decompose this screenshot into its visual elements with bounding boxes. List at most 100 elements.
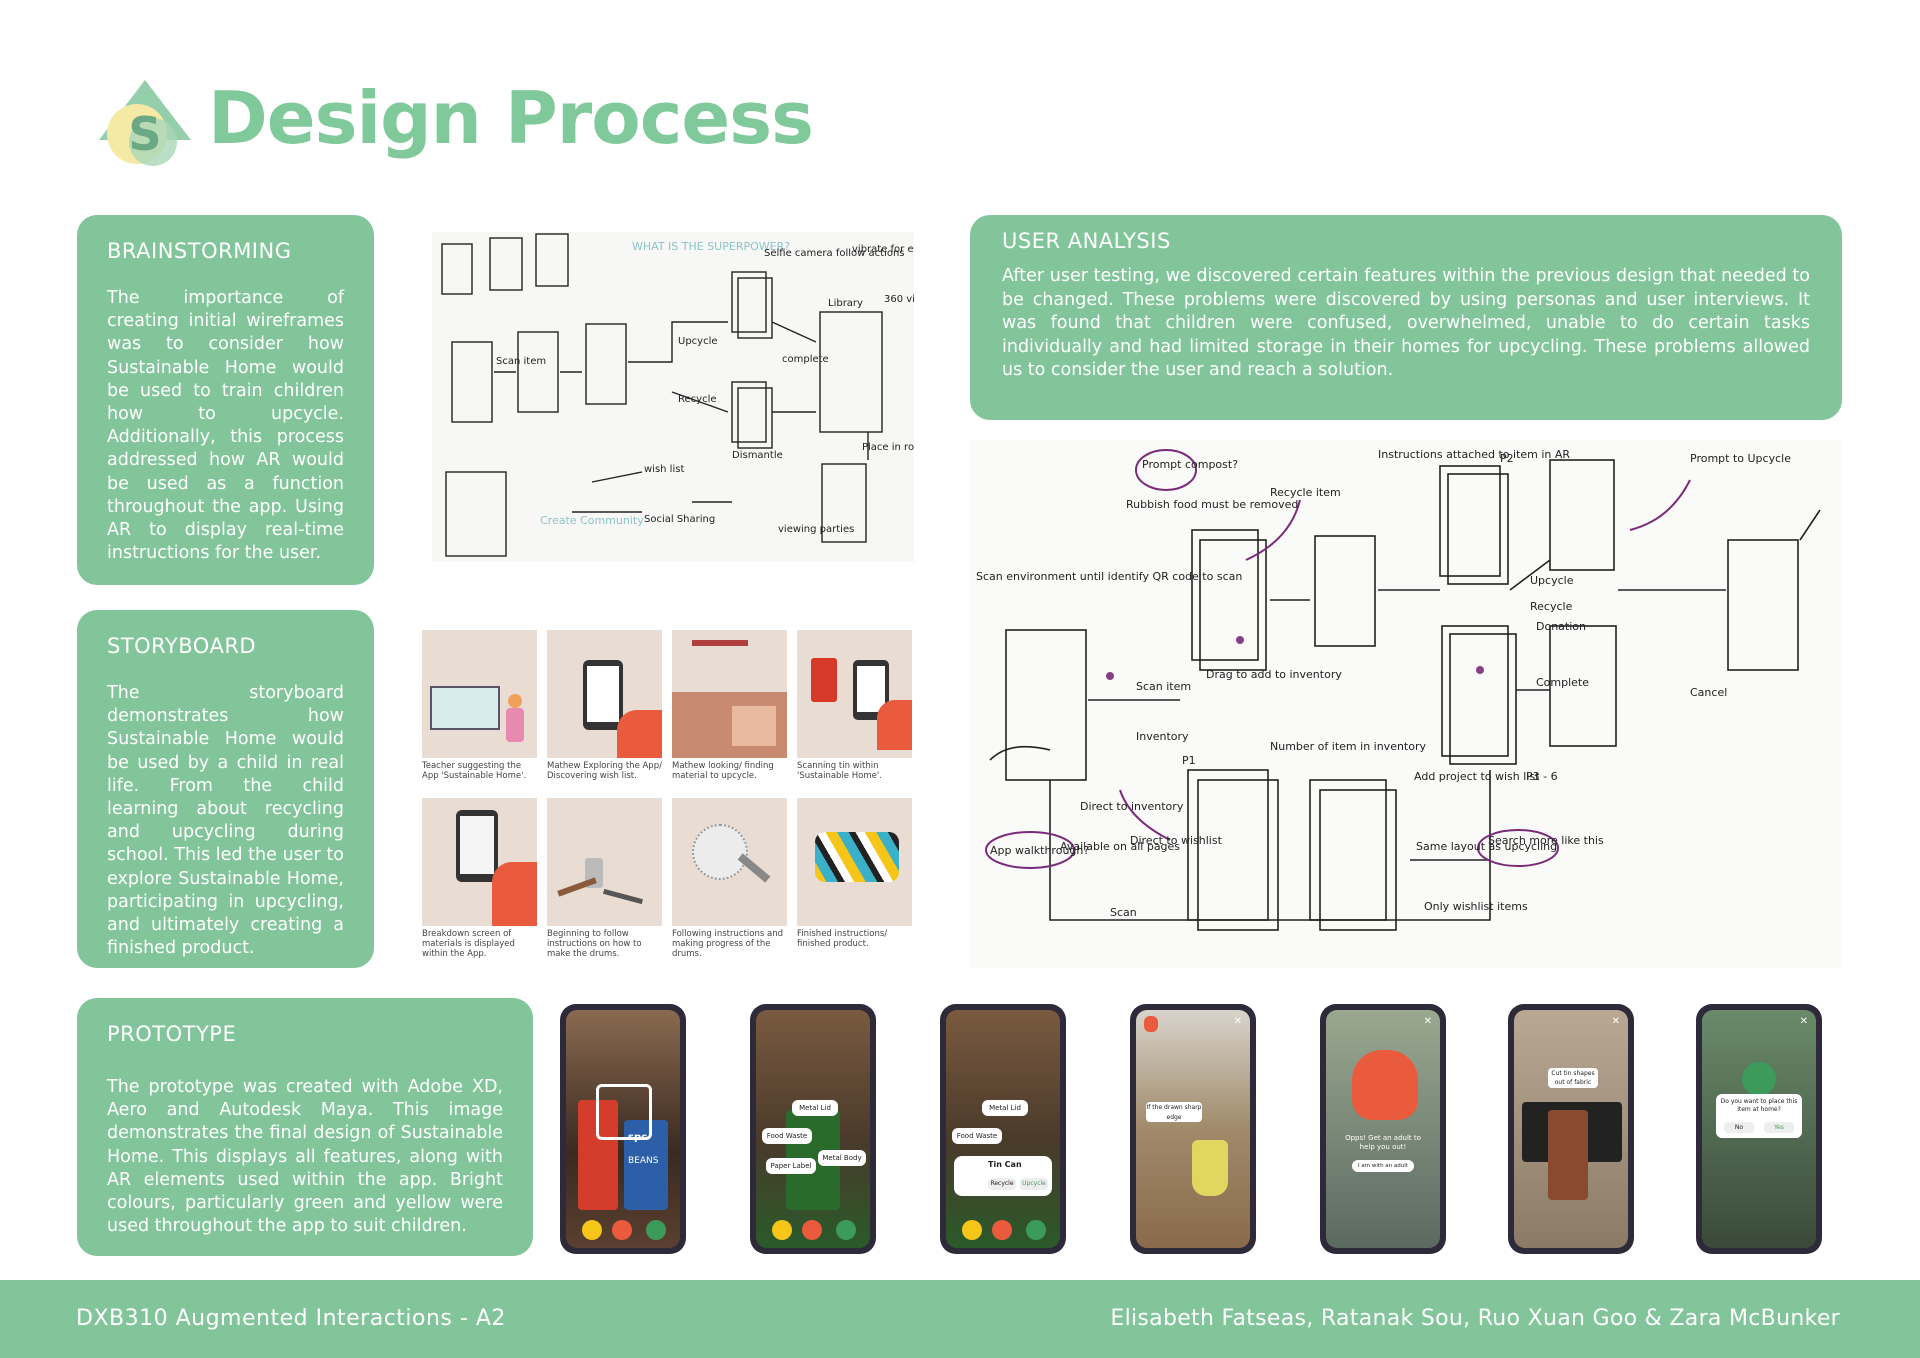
- sketch-note: Cancel: [1690, 686, 1727, 699]
- star-icon[interactable]: [772, 1220, 792, 1240]
- frame-finished-image: [797, 798, 912, 926]
- sketch-note: Prompt compost?: [1142, 458, 1238, 471]
- frame-caption: Teacher suggesting the App 'Sustainable …: [422, 761, 527, 781]
- gallery-icon[interactable]: [802, 1220, 822, 1240]
- ar-label: Metal Lid: [982, 1100, 1028, 1116]
- storyboard-heading: STORYBOARD: [107, 634, 257, 658]
- ar-label: If the drawn sharp edge: [1146, 1102, 1202, 1122]
- home-icon[interactable]: [836, 1220, 856, 1240]
- dialog-question: Do you want to place this item at home?: [1720, 1098, 1798, 1113]
- storyboard-frame: Breakdown screen of materials is display…: [422, 798, 537, 959]
- sketch-note: Donation: [1536, 620, 1586, 633]
- storyboard-frame: Teacher suggesting the App 'Sustainable …: [422, 630, 537, 781]
- prototype-screen-scan: spc BEANS: [560, 1004, 686, 1254]
- storyboard-frame: Scanning tin within 'Sustainable Home'.: [797, 630, 912, 781]
- recycle-button[interactable]: Recycle: [988, 1178, 1016, 1190]
- storyboard-frames: Teacher suggesting the App 'Sustainable …: [422, 630, 912, 960]
- frame-caption: Beginning to follow instructions on how …: [547, 929, 642, 959]
- frame-teacher-image: [422, 630, 537, 758]
- sketch-note: Complete: [1536, 676, 1589, 689]
- prototype-screen-tincan: Metal Lid Food Waste Tin Can Recycle Upc…: [940, 1004, 1066, 1254]
- home-icon[interactable]: [1026, 1220, 1046, 1240]
- ar-label: Metal Body: [818, 1150, 866, 1166]
- tin-can-card: Tin Can Recycle Upcycle: [954, 1156, 1052, 1196]
- prototype-panel: PROTOTYPE The prototype was created with…: [77, 998, 533, 1256]
- frame-caption: Finished instructions/ finished product.: [797, 929, 888, 949]
- brainstorm-sketch-drawing: WHAT IS THE SUPERPOWER? Create Community…: [441, 233, 914, 557]
- frame-kitchen-image: [672, 630, 787, 758]
- upcycle-button[interactable]: Upcycle: [1020, 1178, 1048, 1190]
- sketch-note: App walkthrough?: [990, 844, 1089, 857]
- frame-breakdown-image: [422, 798, 537, 926]
- sketch-note: Prompt to Upcycle: [1690, 452, 1791, 465]
- sketch-note: Rubbish food must be removed: [1126, 498, 1298, 511]
- place-item-dialog: Do you want to place this item at home? …: [1716, 1094, 1802, 1138]
- gallery-icon[interactable]: [612, 1220, 632, 1240]
- close-icon[interactable]: ✕: [1423, 1016, 1432, 1027]
- frame-caption: Scanning tin within 'Sustainable Home'.: [797, 761, 882, 781]
- sketch-note: Same layout as upcycling: [1416, 840, 1557, 853]
- sketch-note: Number of item in inventory: [1270, 740, 1426, 753]
- sketch-note: P2: [1500, 452, 1514, 465]
- sketch-note: vibrate for errors: [852, 244, 914, 255]
- sketch-note: P1: [1182, 754, 1196, 767]
- prototype-screen-labels: Metal Lid Food Waste Paper Label Metal B…: [750, 1004, 876, 1254]
- close-icon[interactable]: ✕: [1611, 1016, 1620, 1027]
- prototype-screen-get-adult: ✕ Opps! Get an adult to help you out! I …: [1320, 1004, 1446, 1254]
- logo-letter: S: [128, 107, 161, 161]
- frame-phone-image: [547, 630, 662, 758]
- sketch-note: Drag to add to inventory: [1206, 668, 1342, 681]
- sketch-note: Only wishlist items: [1424, 900, 1528, 913]
- prototype-screen-place-item: ✕ Do you want to place this item at home…: [1696, 1004, 1822, 1254]
- storyboard-frame: Beginning to follow instructions on how …: [547, 798, 662, 959]
- sketch-note: P3 - 6: [1526, 770, 1558, 783]
- card-title: Tin Can: [988, 1160, 1022, 1169]
- sketch-note: wish list: [644, 464, 684, 475]
- user-flow-sketch: Prompt compost? Rubbish food must be rem…: [970, 440, 1842, 968]
- sketch-note: Scan item: [496, 356, 546, 367]
- frame-caption: Mathew Exploring the App/ Discovering wi…: [547, 761, 662, 781]
- ar-label: Cut tin shapes out of fabric: [1548, 1068, 1598, 1088]
- sketch-note: Recycle item: [1270, 486, 1341, 499]
- yes-button[interactable]: Yes: [1764, 1122, 1794, 1133]
- course-name: DXB310 Augmented Interactions - A2: [76, 1306, 506, 1331]
- ar-label: Paper Label: [766, 1158, 816, 1174]
- sketch-note: Add project to wish list: [1414, 770, 1540, 783]
- frame-caption: Following instructions and making progre…: [672, 929, 783, 959]
- brainstorming-body: The importance of creating initial wiref…: [107, 288, 344, 564]
- storyboard-frame: Mathew looking/ finding material to upcy…: [672, 630, 787, 781]
- adult-confirm-button[interactable]: I am with an adult: [1352, 1160, 1414, 1172]
- storyboard-frame: Mathew Exploring the App/ Discovering wi…: [547, 630, 662, 781]
- prototype-heading: PROTOTYPE: [107, 1022, 237, 1046]
- sketch-note: viewing parties: [778, 524, 854, 535]
- ar-label: Food Waste: [952, 1128, 1002, 1144]
- hand-icon: [1352, 1050, 1418, 1120]
- close-icon[interactable]: ✕: [1233, 1016, 1242, 1027]
- no-button[interactable]: No: [1724, 1122, 1754, 1133]
- star-icon[interactable]: [582, 1220, 602, 1240]
- sketch-note: Scan: [1110, 906, 1137, 919]
- sketch-note: 360 view: [884, 294, 914, 305]
- sketch-note: Library: [828, 298, 863, 309]
- sketch-note: complete: [782, 354, 829, 365]
- sketch-note: Scan environment until identify QR code …: [976, 570, 1242, 583]
- home-icon[interactable]: [646, 1220, 666, 1240]
- sketch-note: Place in room: [862, 442, 914, 453]
- frame-drum-image: [672, 798, 787, 926]
- user-analysis-heading: USER ANALYSIS: [1002, 229, 1171, 253]
- sustainable-home-logo: S: [99, 80, 191, 166]
- sketch-note: Social Sharing: [644, 514, 715, 525]
- sketch-note: Direct to wishlist: [1130, 834, 1223, 847]
- screen-label: BEANS: [628, 1156, 659, 1166]
- sketch-note: Create Community: [540, 514, 644, 527]
- page-title: Design Process: [208, 76, 814, 160]
- star-icon[interactable]: [962, 1220, 982, 1240]
- check-icon: [1742, 1062, 1776, 1096]
- storyboard-frame: Finished instructions/ finished product.: [797, 798, 912, 949]
- close-icon[interactable]: ✕: [1799, 1016, 1808, 1027]
- sketch-note: Recycle: [1530, 600, 1573, 613]
- authors: Elisabeth Fatseas, Ratanak Sou, Ruo Xuan…: [1110, 1306, 1840, 1331]
- brainstorm-wireframe-sketch: WHAT IS THE SUPERPOWER? Create Community…: [432, 232, 914, 562]
- gallery-icon[interactable]: [992, 1220, 1012, 1240]
- user-flow-drawing: Prompt compost? Rubbish food must be rem…: [976, 448, 1821, 931]
